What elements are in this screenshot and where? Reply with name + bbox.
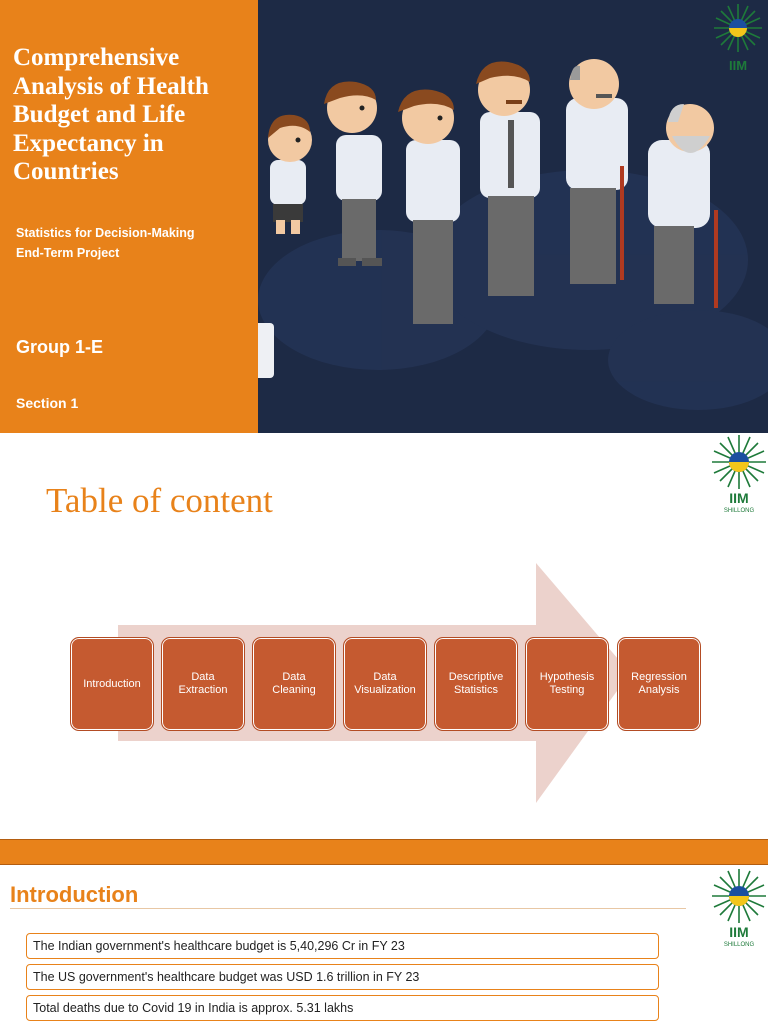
subtitle-line-1: Statistics for Decision-Making	[16, 226, 195, 240]
life-stages-illustration	[258, 0, 768, 433]
elderly-figure	[648, 104, 718, 308]
toddler-figure	[268, 114, 312, 234]
iim-logo: IIM SHILLONG	[708, 867, 768, 949]
iim-logo: IIM SHILLONG	[708, 433, 768, 515]
iim-logo: IIM	[710, 2, 766, 76]
title-panel: Comprehensive Analysis of Health Budget …	[0, 0, 258, 433]
child-figure	[324, 81, 382, 266]
subtitle-line-2: End-Term Project	[16, 246, 120, 260]
title-slide: Comprehensive Analysis of Health Budget …	[0, 0, 768, 433]
logo-subtext: SHILLONG	[724, 942, 755, 948]
introduction-slide: Introduction IIM SHILLONG The Indian gov…	[0, 837, 768, 1024]
logo-text: IIM	[729, 490, 748, 506]
group-label: Group 1-E	[16, 337, 104, 357]
toc-item-introduction[interactable]: Introduction	[70, 637, 154, 731]
ages-of-man-image	[258, 59, 768, 410]
presentation-title: Comprehensive Analysis of Health Budget …	[13, 44, 209, 185]
header-bar	[0, 839, 768, 865]
slide-tab	[258, 323, 274, 378]
intro-title: Introduction	[10, 882, 139, 907]
toc-slide: Table of content IIM SHILLONG Introducti…	[0, 433, 768, 837]
presentation-subtitle: Statistics for Decision-Making End-Term …	[16, 223, 246, 263]
title-divider	[10, 908, 686, 909]
toc-title: Table of content	[46, 481, 273, 520]
logo-text: IIM	[729, 58, 747, 73]
adult-figure	[476, 61, 540, 296]
fact-us-budget: The US government's healthcare budget wa…	[26, 964, 659, 990]
section-label: Section 1	[16, 395, 79, 411]
fact-covid-deaths: Total deaths due to Covid 19 in India is…	[26, 995, 659, 1021]
teen-figure	[398, 89, 460, 324]
logo-subtext: SHILLONG	[724, 508, 755, 514]
middle-aged-figure	[566, 59, 628, 284]
fact-india-budget: The Indian government's healthcare budge…	[26, 933, 659, 959]
logo-text: IIM	[729, 924, 748, 940]
